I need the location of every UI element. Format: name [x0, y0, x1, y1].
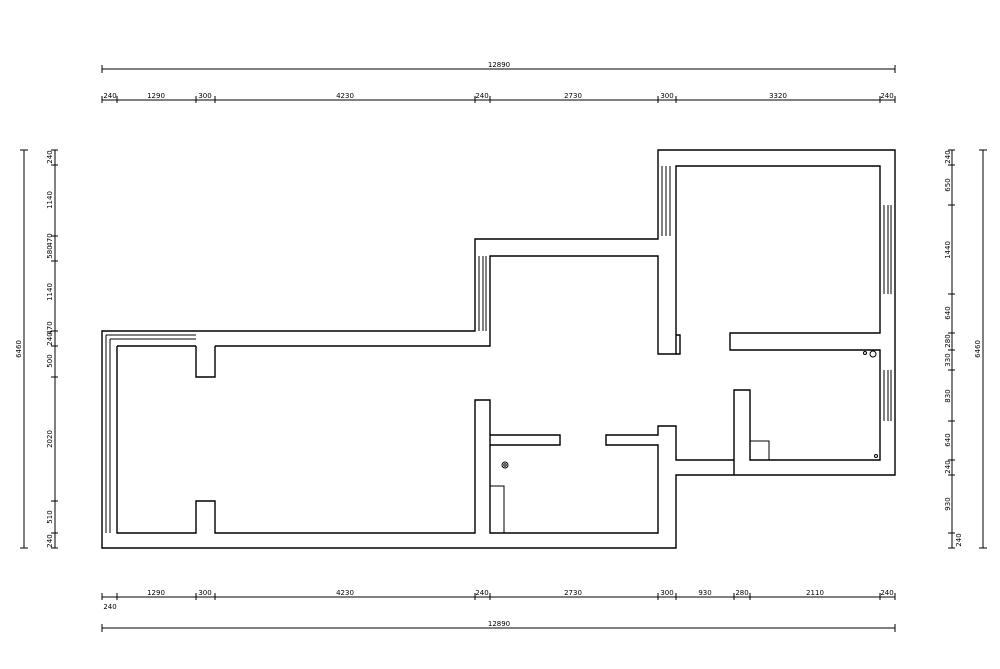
right-seg-0: 240	[944, 150, 952, 163]
right-seg-2: 1440	[944, 241, 952, 259]
bottom-seg-9: 2110	[806, 589, 824, 597]
right-seg-9: 930	[944, 497, 952, 510]
bottom-seg-2: 300	[198, 589, 211, 597]
right-segment-dimensions: 240 650 1440 640 280 330 830 640 240 930…	[944, 149, 963, 549]
top-seg-6: 300	[660, 92, 673, 100]
left-small-1: 470	[46, 321, 54, 334]
top-seg-4: 240	[475, 92, 488, 100]
left-seg-4: 240	[46, 332, 54, 345]
right-overall-dimension: 6460	[974, 149, 987, 549]
right-seg-8: 240	[944, 460, 952, 473]
left-seg-3: 1140	[46, 283, 54, 301]
top-seg-2: 300	[198, 92, 211, 100]
right-seg-4: 280	[944, 334, 952, 347]
left-seg-8: 240	[46, 534, 54, 547]
bottom-seg-1: 1290	[147, 589, 165, 597]
left-small-0: 470	[46, 233, 54, 246]
top-seg-1: 1290	[147, 92, 165, 100]
bottom-overall-dimension: 12890	[101, 620, 896, 632]
right-seg-10: 240	[955, 533, 963, 546]
right-seg-3: 640	[944, 306, 952, 319]
top-seg-3: 4230	[336, 92, 354, 100]
right-seg-5: 330	[944, 353, 952, 366]
bottom-segment-dimensions: 240 1290 300 4230 240 2730 300 930 280 2…	[101, 589, 896, 611]
left-segment-dimensions: 240 1140 580 470 1140 240 470 500 2020 5…	[46, 149, 58, 549]
top-seg-5: 2730	[564, 92, 582, 100]
bottom-seg-8: 280	[735, 589, 748, 597]
left-seg-7: 510	[46, 510, 54, 523]
bottom-seg-5: 2730	[564, 589, 582, 597]
top-seg-0: 240	[103, 92, 116, 100]
top-seg-8: 240	[880, 92, 893, 100]
right-seg-7: 640	[944, 433, 952, 446]
bottom-seg-7: 930	[698, 589, 711, 597]
right-seg-1: 650	[944, 178, 952, 191]
right-overall-label: 6460	[974, 340, 982, 358]
left-seg-1: 1140	[46, 191, 54, 209]
exterior-wall	[101, 149, 896, 549]
bottom-seg-0: 240	[103, 603, 116, 611]
top-segment-dimensions: 240 1290 300 4230 240 2730 300 3320 240	[101, 92, 896, 103]
bottom-seg-6: 300	[660, 589, 673, 597]
top-overall-dimension: 12890	[101, 61, 896, 73]
bathroom-fixtures	[489, 350, 878, 534]
bottom-seg-4: 240	[475, 589, 488, 597]
bottom-seg-10: 240	[880, 589, 893, 597]
left-overall-dimension: 6460	[15, 149, 28, 549]
left-seg-6: 2020	[46, 430, 54, 448]
left-seg-0: 240	[46, 150, 54, 163]
top-seg-7: 3320	[769, 92, 787, 100]
right-seg-6: 830	[944, 389, 952, 402]
bottom-seg-3: 4230	[336, 589, 354, 597]
top-overall-label: 12890	[488, 61, 510, 69]
left-overall-label: 6460	[15, 340, 23, 358]
windows	[105, 166, 892, 533]
left-seg-2: 580	[46, 245, 54, 258]
bottom-overall-label: 12890	[488, 620, 510, 628]
left-seg-5: 500	[46, 354, 54, 367]
